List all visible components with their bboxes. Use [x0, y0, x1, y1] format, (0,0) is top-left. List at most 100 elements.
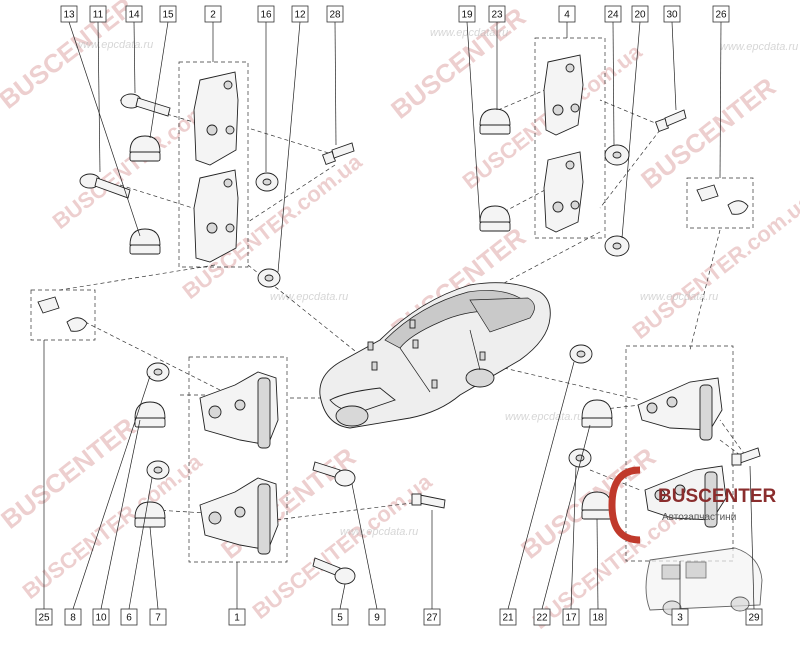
callout-number: 15: [162, 10, 174, 21]
callout-box: [604, 5, 622, 23]
clip-26: [696, 184, 749, 215]
callout-box: [631, 5, 649, 23]
clip-25: [37, 296, 88, 332]
callout-leader: [339, 583, 346, 610]
nut-16: [255, 172, 279, 192]
callout-26: 26: [712, 5, 730, 23]
watermark-site: www.epcdata.ru: [340, 526, 418, 538]
callout-number: 23: [491, 10, 503, 21]
callout-box: [368, 608, 386, 626]
callout-number: 7: [155, 613, 161, 624]
callout-leader: [149, 526, 159, 610]
callout-leader: [507, 361, 575, 610]
watermark-site: www.epcdata.ru: [720, 41, 798, 53]
watermark-site: www.epcdata.ru: [640, 291, 718, 303]
nut-12: [257, 268, 281, 288]
callout-number: 26: [715, 10, 727, 21]
nut-8: [146, 362, 170, 382]
hinge-front-upper: [193, 71, 239, 263]
callout-box: [204, 5, 222, 23]
callout-8: 8: [64, 608, 82, 626]
cap-15: [129, 135, 161, 162]
callout-number: 21: [502, 613, 514, 624]
callout-box: [712, 5, 730, 23]
buscenter-logo: BUSCENTER Автозапчастини: [608, 466, 777, 616]
callout-leader: [719, 21, 722, 179]
callout-box: [89, 5, 107, 23]
callout-number: 13: [63, 10, 75, 21]
callout-6: 6: [120, 608, 138, 626]
callout-number: 9: [374, 613, 380, 624]
callout-number: 8: [70, 613, 76, 624]
callout-1: 1: [228, 608, 246, 626]
callout-box: [326, 5, 344, 23]
callout-box: [562, 608, 580, 626]
watermark-brand: BUSCENTER: [385, 1, 531, 124]
callout-box: [499, 608, 517, 626]
callout-box: [92, 608, 110, 626]
cap-10: [134, 401, 166, 428]
callout-7: 7: [149, 608, 167, 626]
callout-18: 18: [589, 608, 607, 626]
callout-leader: [612, 21, 615, 146]
cap-18: [581, 491, 613, 520]
callout-leader: [621, 21, 641, 239]
callout-number: 24: [607, 10, 619, 21]
frame-hinge-rear-upper: [534, 37, 606, 239]
pin-28: [322, 142, 355, 165]
callout-13: 13: [60, 5, 78, 23]
callout-number: 20: [634, 10, 646, 21]
logo-arc: [608, 466, 641, 544]
callout-27: 27: [423, 608, 441, 626]
bolt-9: [312, 461, 356, 487]
nut-20: [604, 235, 630, 257]
callout-number: 22: [536, 613, 548, 624]
callout-box: [291, 5, 309, 23]
callout-25: 25: [35, 608, 53, 626]
callout-19: 19: [458, 5, 476, 23]
callout-9: 9: [368, 608, 386, 626]
cap-19: [479, 205, 511, 232]
callout-box: [671, 608, 689, 626]
callout-5: 5: [331, 608, 349, 626]
callout-16: 16: [257, 5, 275, 23]
cap-23: [479, 108, 511, 135]
callout-number: 14: [128, 10, 140, 21]
cap-13: [129, 228, 161, 255]
callout-number: 1: [234, 613, 240, 624]
callout-box: [257, 5, 275, 23]
callout-2: 2: [204, 5, 222, 23]
logo-name: BUSCENTER: [658, 486, 777, 507]
callout-11: 11: [89, 5, 107, 23]
callout-leader: [541, 424, 591, 610]
hinge-rear-upper: [543, 54, 584, 233]
callout-22: 22: [533, 608, 551, 626]
callout-number: 12: [294, 10, 306, 21]
callout-leader: [100, 419, 141, 610]
car: [319, 282, 551, 429]
hinge-rear-lower: [637, 377, 727, 528]
callout-leader: [671, 21, 677, 111]
callout-4: 4: [558, 5, 576, 23]
callout-number: 2: [210, 10, 216, 21]
callout-box: [64, 608, 82, 626]
watermark-brand: BUSCENTER: [635, 71, 781, 194]
logo-van-icon: [645, 547, 763, 611]
callout-24: 24: [604, 5, 622, 23]
callout-box: [120, 608, 138, 626]
hinge-front-lower: [199, 371, 279, 555]
callout-10: 10: [92, 608, 110, 626]
callout-box: [125, 5, 143, 23]
callout-17: 17: [562, 608, 580, 626]
callout-box: [159, 5, 177, 23]
callout-number: 17: [565, 613, 577, 624]
callout-number: 30: [666, 10, 678, 21]
watermark-site: www.epcdata.ru: [505, 411, 583, 423]
callout-box: [35, 608, 53, 626]
callout-number: 28: [329, 10, 341, 21]
callout-number: 3: [677, 613, 683, 624]
callout-leader: [351, 483, 378, 610]
